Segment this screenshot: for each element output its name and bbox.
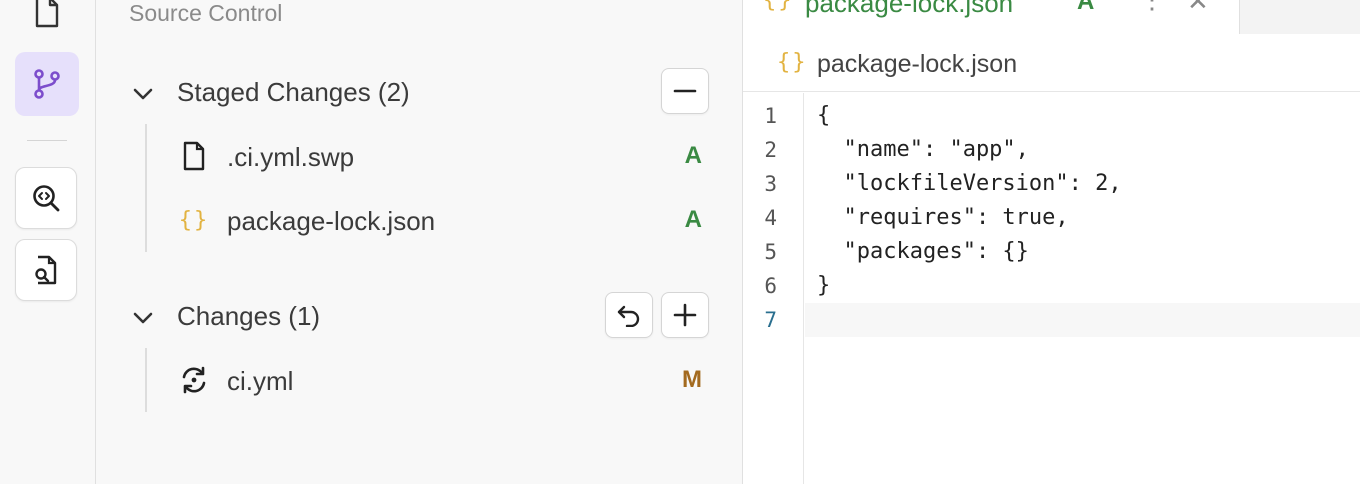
- json-braces-icon: {}: [178, 207, 210, 233]
- more-actions-icon[interactable]: ⋮: [1139, 0, 1165, 15]
- status-badge: A: [684, 142, 702, 169]
- tab-label: package-lock.json: [805, 0, 1014, 18]
- file-name: ci.yml: [227, 366, 294, 396]
- line-number: 2: [764, 138, 777, 162]
- changes-header[interactable]: Changes (1): [97, 288, 742, 344]
- tab-bar: {} package-lock.json A ⋮ ✕: [743, 0, 1360, 34]
- activity-bar: [0, 0, 96, 484]
- tab-status-badge: A: [1077, 0, 1095, 15]
- status-badge: A: [684, 206, 702, 233]
- panel-title: Source Control: [129, 0, 283, 26]
- code-search-button[interactable]: [15, 167, 77, 229]
- staged-file-row[interactable]: .ci.yml.swp A: [97, 128, 742, 184]
- line-number: 5: [764, 240, 777, 264]
- chevron-down-icon: [133, 312, 153, 324]
- code-line[interactable]: {: [817, 103, 831, 128]
- breadcrumb-item[interactable]: package-lock.json: [817, 50, 1018, 78]
- file-search-icon: [35, 255, 57, 285]
- file-name: package-lock.json: [227, 206, 436, 236]
- close-icon[interactable]: ✕: [1187, 0, 1209, 16]
- minus-icon: [673, 89, 697, 93]
- line-number: 7: [764, 308, 777, 332]
- code-line[interactable]: "requires": true,: [817, 205, 1069, 230]
- code-line[interactable]: "lockfileVersion": 2,: [817, 171, 1122, 196]
- staged-file-row[interactable]: {} package-lock.json A: [97, 192, 742, 248]
- code-search-icon: [33, 185, 60, 212]
- file-name: .ci.yml.swp: [227, 142, 355, 172]
- tree-guide: [145, 124, 147, 252]
- changed-file-row[interactable]: ci.yml M: [97, 352, 742, 408]
- discard-all-button[interactable]: [605, 292, 653, 338]
- line-number: 3: [764, 172, 777, 196]
- code-line[interactable]: "name": "app",: [817, 137, 1029, 162]
- source-control-panel: Source Control Staged Changes (2) .ci.ym…: [97, 0, 742, 484]
- unstage-all-button[interactable]: [661, 68, 709, 114]
- code-line[interactable]: "packages": {}: [817, 239, 1029, 264]
- stage-all-button[interactable]: [661, 292, 709, 338]
- staged-changes-label: Staged Changes (2): [177, 76, 410, 107]
- undo-icon: [617, 305, 640, 327]
- source-control-icon: [34, 69, 60, 99]
- breadcrumb: {} package-lock.json: [743, 36, 1360, 92]
- explorer-button[interactable]: [15, 0, 79, 44]
- line-number-gutter: 1 2 3 4 5 6 7: [743, 93, 804, 484]
- file-icon: [179, 140, 209, 172]
- tree-guide: [145, 348, 147, 412]
- line-number: 4: [764, 206, 777, 230]
- code-area[interactable]: { "name": "app", "lockfileVersion": 2, "…: [805, 93, 1360, 484]
- status-badge: M: [682, 366, 702, 393]
- code-line[interactable]: }: [817, 273, 831, 298]
- activity-separator: [27, 140, 67, 141]
- chevron-down-icon: [133, 88, 153, 100]
- tab-package-lock[interactable]: {} package-lock.json A ⋮ ✕: [743, 0, 1240, 34]
- changes-label: Changes (1): [177, 300, 321, 331]
- source-control-button[interactable]: [15, 52, 79, 116]
- file-icon: [35, 0, 59, 28]
- file-search-button[interactable]: [15, 239, 77, 301]
- staged-changes-header[interactable]: Staged Changes (2): [97, 64, 742, 120]
- editor: {} package-lock.json A ⋮ ✕ {} package-lo…: [742, 0, 1360, 484]
- sync-icon: [179, 364, 209, 396]
- code-line[interactable]: [805, 303, 1360, 337]
- json-braces-icon: {}: [763, 0, 794, 13]
- line-number: 6: [764, 274, 777, 298]
- plus-icon: [673, 303, 697, 327]
- line-number: 1: [764, 104, 777, 128]
- json-braces-icon: {}: [777, 50, 808, 75]
